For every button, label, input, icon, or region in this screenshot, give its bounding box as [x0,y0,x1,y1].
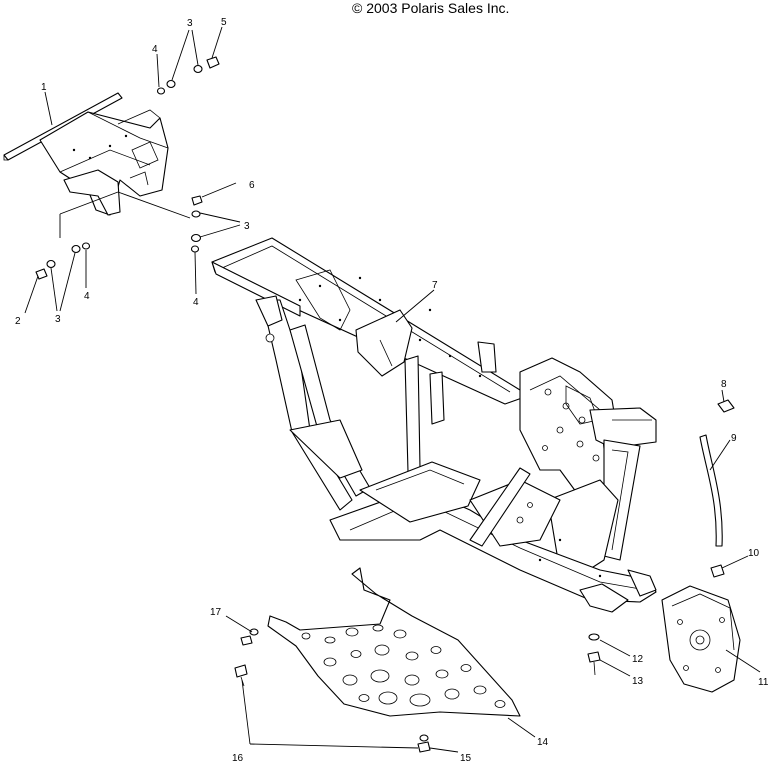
callout-6: 6 [249,180,255,191]
gear-housing [661,585,741,693]
callout-9: 9 [731,433,737,444]
callout-11: 11 [758,677,769,688]
callout-8: 8 [721,379,727,390]
washer [588,633,600,641]
front-rack-assembly [3,92,169,216]
callout-3: 3 [55,314,61,325]
callout-labels: 1 2 3 4 4 3 5 6 3 4 7 8 9 10 11 12 13 14… [15,17,769,761]
callout-5: 5 [221,17,227,28]
leader-lines [24,26,761,753]
skid-fasteners [234,628,431,753]
breather-hose [699,399,735,547]
callout-4: 4 [193,297,199,308]
skid-plate [267,567,521,717]
callout-12: 12 [632,654,644,665]
callout-3: 3 [187,18,193,29]
callout-4: 4 [152,44,158,55]
callout-10: 10 [748,548,760,559]
rack-fasteners [35,56,220,280]
copyright-text: © 2003 Polaris Sales Inc. [352,0,509,16]
callout-13: 13 [632,676,644,687]
callout-3: 3 [244,221,250,232]
callout-7: 7 [432,280,438,291]
main-frame [211,237,657,613]
callout-17: 17 [210,607,222,618]
callout-4: 4 [84,291,90,302]
hose-clip [710,564,725,578]
bolt [587,651,601,676]
callout-14: 14 [537,737,549,748]
callout-15: 15 [460,753,472,761]
callout-2: 2 [15,316,21,327]
callout-16: 16 [232,753,244,761]
callout-1: 1 [41,82,47,93]
